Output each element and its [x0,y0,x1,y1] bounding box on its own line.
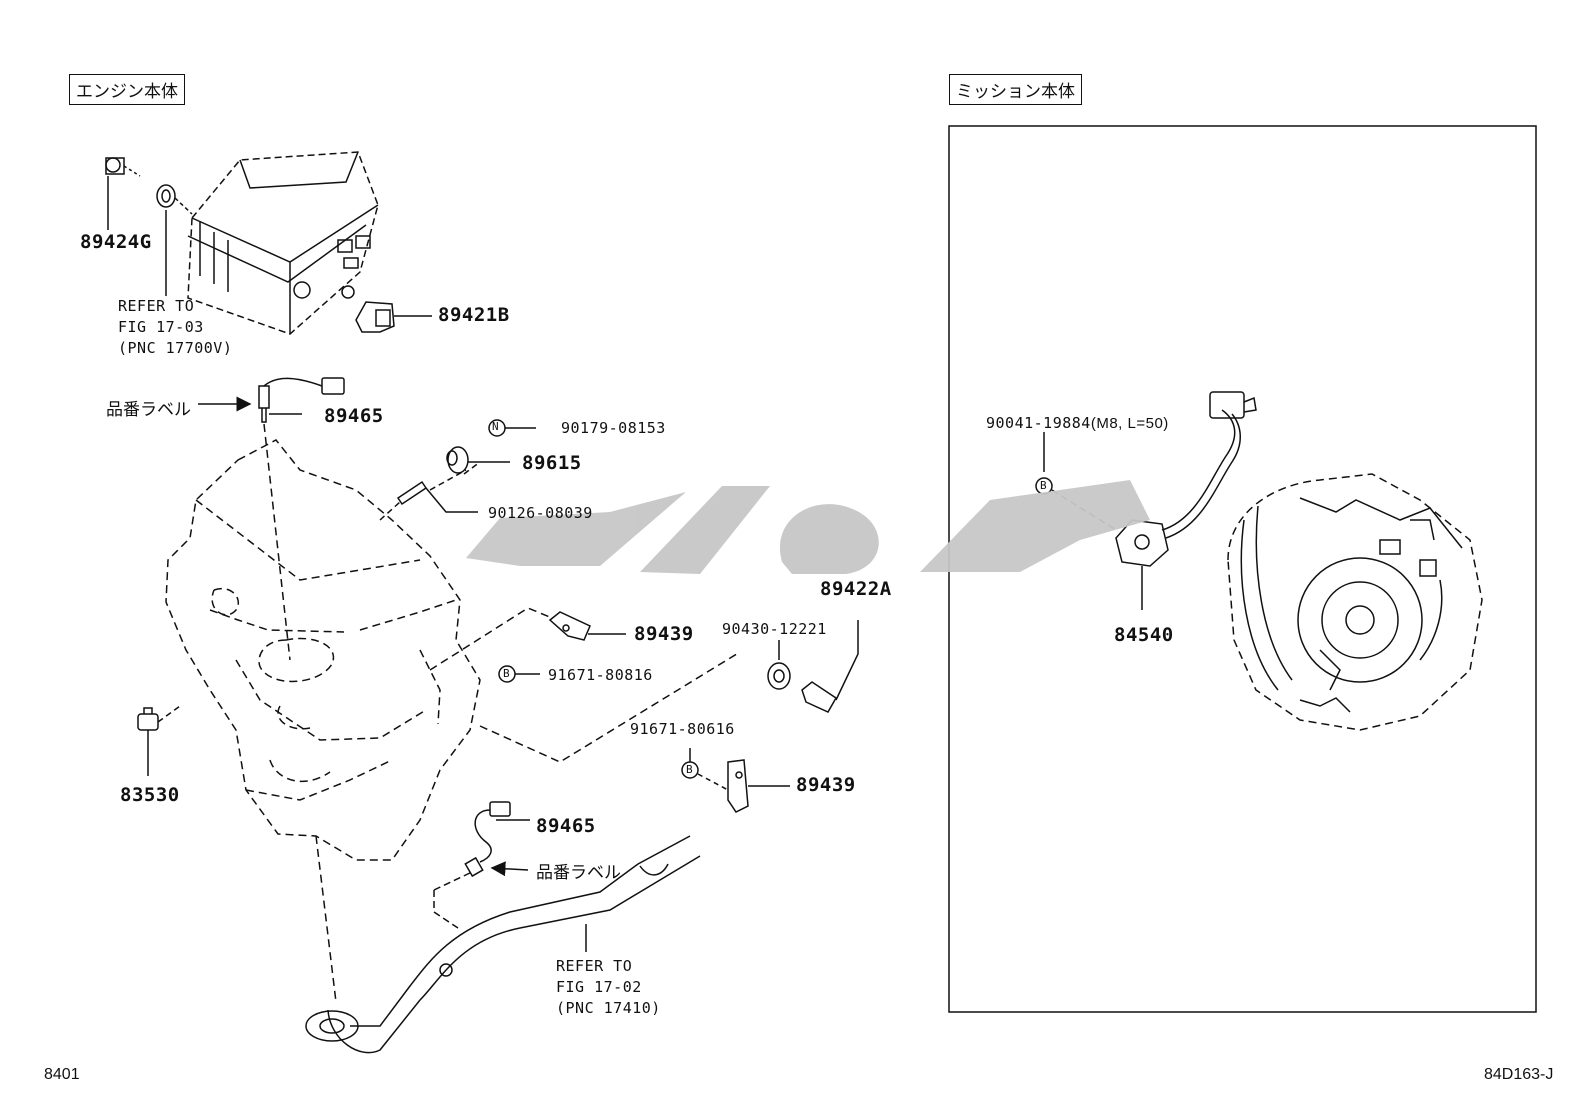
part-89439-lower-label[interactable]: 89439 [796,774,856,796]
marker-b-circle-1: B [503,667,511,680]
part-91671-80616-label[interactable]: 91671-80616 [630,720,735,738]
part-90126-label[interactable]: 90126-08039 [488,504,593,522]
part-90041-spec: (M8, L=50) [1090,415,1169,432]
bracket-lower-drawing [681,748,790,813]
refer-note-2: REFER TO FIG 17-02 (PNC 17410) [556,956,661,1019]
ecu-box-drawing [105,151,432,335]
transmission-drawing [1035,391,1483,731]
refer-note-1-line3: (PNC 17700V) [118,339,233,357]
refer-note-2-line3: (PNC 17410) [556,999,661,1017]
bracket-upper-drawing [429,607,859,763]
refer-note-1: REFER TO FIG 17-03 (PNC 17700V) [118,296,232,359]
refer-note-2-line1: REFER TO [556,957,633,975]
marker-b-circle-2: B [686,763,694,776]
engine-block-drawing [165,439,481,861]
transmission-frame [948,125,1537,1013]
part-89439-upper-label[interactable]: 89439 [634,623,694,645]
o2-sensor-top-drawing [198,377,345,661]
part-90041-label[interactable]: 90041-19884(M8, L=50) [986,414,1169,432]
refer-note-1-line1: REFER TO [118,297,195,315]
footer-right-code: 84D163-J [1484,1066,1554,1083]
part-89465-bottom-label[interactable]: 89465 [536,815,596,837]
knock-sensor-drawing [379,419,536,521]
part-90041-number: 90041-19884 [986,414,1091,432]
refer-note-2-line2: FIG 17-02 [556,978,642,996]
part-90430-label[interactable]: 90430-12221 [722,620,827,638]
refer-note-1-line2: FIG 17-03 [118,318,204,336]
footer-left-code: 8401 [44,1066,80,1083]
marker-b-circle-3: B [1040,479,1048,492]
engine-section-title: エンジン本体 [69,74,185,105]
part-89421B-label[interactable]: 89421B [438,304,510,326]
exhaust-pipe-drawing [305,801,701,1054]
part-91671-80816-label[interactable]: 91671-80816 [548,666,653,684]
part-83530-label[interactable]: 83530 [120,784,180,806]
part-89465-top-label[interactable]: 89465 [324,405,384,427]
watermark [466,480,1150,574]
part-90179-label[interactable]: 90179-08153 [561,419,666,437]
part-89615-label[interactable]: 89615 [522,452,582,474]
part-number-label-bottom: 品番ラベル [536,863,621,883]
part-number-label-top: 品番ラベル [106,400,191,420]
part-84540-label[interactable]: 84540 [1114,624,1174,646]
marker-n-circle: N [492,420,500,433]
plug-drawing [137,705,181,776]
part-89424G-label[interactable]: 89424G [80,231,152,253]
mission-section-title: ミッション本体 [949,74,1082,105]
part-89422A-label[interactable]: 89422A [820,578,892,600]
